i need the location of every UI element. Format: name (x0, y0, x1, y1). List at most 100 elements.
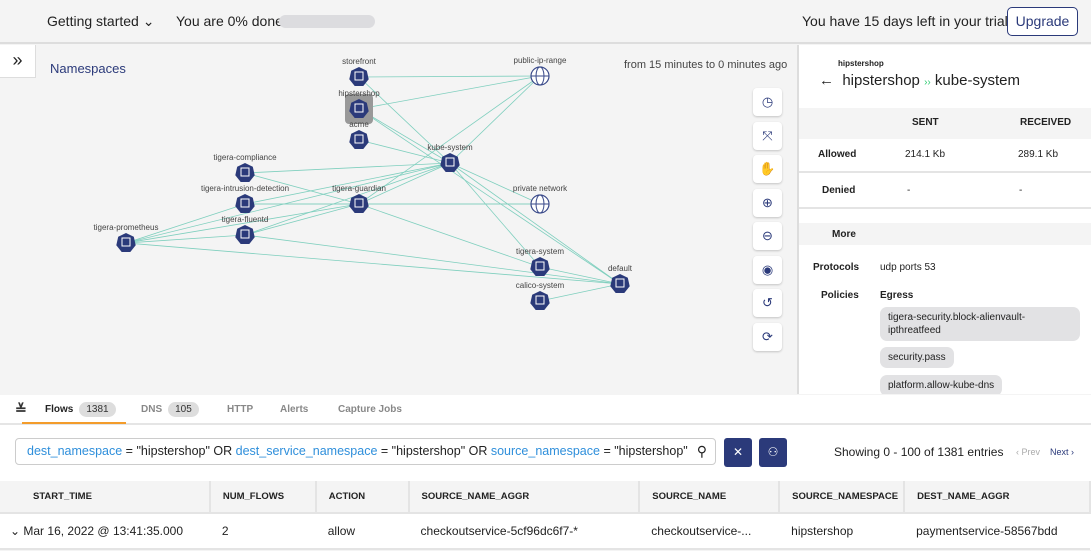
node-label: tigera-prometheus (94, 223, 159, 232)
column-header[interactable]: START_TIME (0, 481, 210, 513)
namespace-icon (349, 130, 368, 149)
edge[interactable] (245, 163, 450, 235)
protocols-label: Protocols (813, 262, 859, 273)
table-cell: 2 (222, 524, 229, 538)
user-settings-button[interactable]: ⚇ (759, 438, 787, 467)
next-page-button[interactable]: Next › (1050, 447, 1074, 457)
edge[interactable] (245, 163, 450, 173)
column-header[interactable]: DEST_NAME_AGGR (904, 481, 1090, 513)
column-header[interactable]: SOURCE_NAME_AGGR (409, 481, 640, 513)
egress-label: Egress (880, 290, 913, 301)
prev-page-button[interactable]: ‹ Prev (1016, 447, 1040, 457)
policies-label: Policies (821, 290, 859, 301)
graph-node[interactable]: acme (349, 120, 369, 149)
graph-canvas[interactable]: storefronthipstershopacmepublic-ip-range… (0, 45, 797, 393)
node-label: tigera-guardian (332, 184, 386, 193)
sent-header: SENT (912, 117, 939, 128)
query-field: dest_namespace (27, 444, 122, 458)
zoom-out-button[interactable]: ⊖ (753, 222, 782, 250)
edge[interactable] (245, 235, 620, 284)
column-header[interactable]: SOURCE_NAMESPACE (779, 481, 904, 513)
edge[interactable] (359, 76, 540, 109)
table-cell: paymentservice-58567bdd (916, 524, 1057, 538)
tab-http[interactable]: HTTP (227, 404, 253, 415)
column-header[interactable]: ACTION (316, 481, 409, 513)
graph-node[interactable]: storefront (342, 57, 377, 86)
hand-button[interactable]: ✋ (753, 155, 782, 183)
collapse-icon[interactable]: ≚ (15, 401, 27, 418)
graph-node[interactable]: tigera-intrusion-detection (201, 184, 289, 213)
expand-row-icon[interactable]: ⌄ (10, 524, 23, 538)
graph-node[interactable]: private network (513, 184, 568, 213)
divider (799, 207, 1091, 209)
back-arrow-icon[interactable]: ← (819, 72, 842, 89)
column-header[interactable]: SOURCE_NAME (639, 481, 779, 513)
table-row[interactable]: ⌄ Mar 16, 2022 @ 13:41:35.0002allowcheck… (0, 513, 1090, 549)
clear-query-button[interactable]: ✕ (724, 438, 752, 467)
protocols-value: udp ports 53 (880, 262, 936, 273)
clock-button[interactable]: ◷ (753, 88, 782, 116)
active-tab-indicator (22, 422, 126, 424)
upgrade-button[interactable]: Upgrade (1007, 7, 1078, 36)
table-cell: checkoutservice-... (651, 524, 751, 538)
node-label: kube-system (427, 143, 473, 152)
namespace-icon (235, 225, 254, 244)
tab-flows[interactable]: Flows1381 (45, 402, 116, 417)
search-icon[interactable]: ⚲ (694, 439, 707, 464)
policy-pill[interactable]: security.pass (880, 347, 954, 368)
column-header[interactable]: NUM_FLOWS (210, 481, 316, 513)
node-label: default (608, 264, 633, 273)
graph-node[interactable]: calico-system (516, 281, 565, 310)
fit-button[interactable]: ⤧ (753, 122, 782, 150)
trial-text: You have 15 days left in your trial (802, 13, 1008, 29)
tab-bar: ≚ Flows1381 DNS105 HTTP Alerts Capture J… (0, 395, 1091, 425)
undo-button[interactable]: ↺ (753, 289, 782, 317)
node-label: tigera-compliance (213, 153, 277, 162)
node-label: tigera-system (516, 247, 564, 256)
refresh-button[interactable]: ⟳ (753, 323, 782, 351)
time-range: from 15 minutes to 0 minutes ago (624, 59, 787, 71)
zoom-in-button[interactable]: ⊕ (753, 189, 782, 217)
getting-started-dropdown[interactable]: Getting started ⌄ (47, 13, 154, 30)
tab-alerts[interactable]: Alerts (280, 404, 308, 415)
from-namespace: hipstershop (842, 72, 920, 89)
node-label: calico-system (516, 281, 565, 290)
tab-capture-jobs[interactable]: Capture Jobs (338, 404, 402, 415)
node-label: private network (513, 184, 568, 193)
chevron-down-icon: ⌄ (143, 13, 155, 29)
expand-sidebar-button[interactable]: » (0, 45, 36, 78)
policy-pill[interactable]: platform.allow-kube-dns (880, 375, 1002, 394)
graph-node[interactable]: public-ip-range (514, 56, 567, 85)
graph-node[interactable]: kube-system (427, 143, 473, 172)
allowed-label: Allowed (818, 149, 856, 160)
graph-title: Namespaces (50, 61, 126, 76)
eye-icon: ◉ (762, 262, 773, 277)
denied-received: - (1019, 185, 1022, 196)
entries-count: Showing 0 - 100 of 1381 entries (834, 445, 1003, 459)
query-input[interactable]: dest_namespace = "hipstershop" OR dest_s… (15, 438, 716, 465)
graph-node[interactable]: tigera-compliance (213, 153, 277, 182)
getting-started-label: Getting started (47, 13, 139, 29)
denied-label: Denied (822, 185, 855, 196)
namespace-icon (530, 257, 549, 276)
namespace-icon (440, 153, 459, 172)
edge[interactable] (359, 109, 620, 284)
table-cell: checkoutservice-5cf96dc6f7-* (421, 524, 578, 538)
node-label: acme (349, 120, 369, 129)
dns-count: 105 (168, 402, 199, 417)
refresh-icon: ⟳ (762, 329, 773, 344)
undo-icon: ↺ (762, 295, 773, 310)
namespace-icon (235, 163, 254, 182)
progress-text: You are 0% done (176, 13, 283, 29)
edge[interactable] (126, 163, 450, 243)
node-label: public-ip-range (514, 56, 567, 65)
user-gear-icon: ⚇ (768, 445, 779, 459)
panel-subtitle: hipstershop (838, 59, 884, 68)
policy-pill[interactable]: tigera-security.block-alienvault-ipthrea… (880, 307, 1080, 341)
zoom-out-icon: ⊖ (762, 228, 773, 243)
edge[interactable] (359, 76, 540, 77)
details-panel: hipstershop ← hipstershop ›› kube-system… (797, 45, 1091, 394)
tab-dns[interactable]: DNS105 (141, 402, 199, 417)
query-text: = "hipstershop" OR (377, 444, 490, 458)
eye-button[interactable]: ◉ (753, 256, 782, 284)
